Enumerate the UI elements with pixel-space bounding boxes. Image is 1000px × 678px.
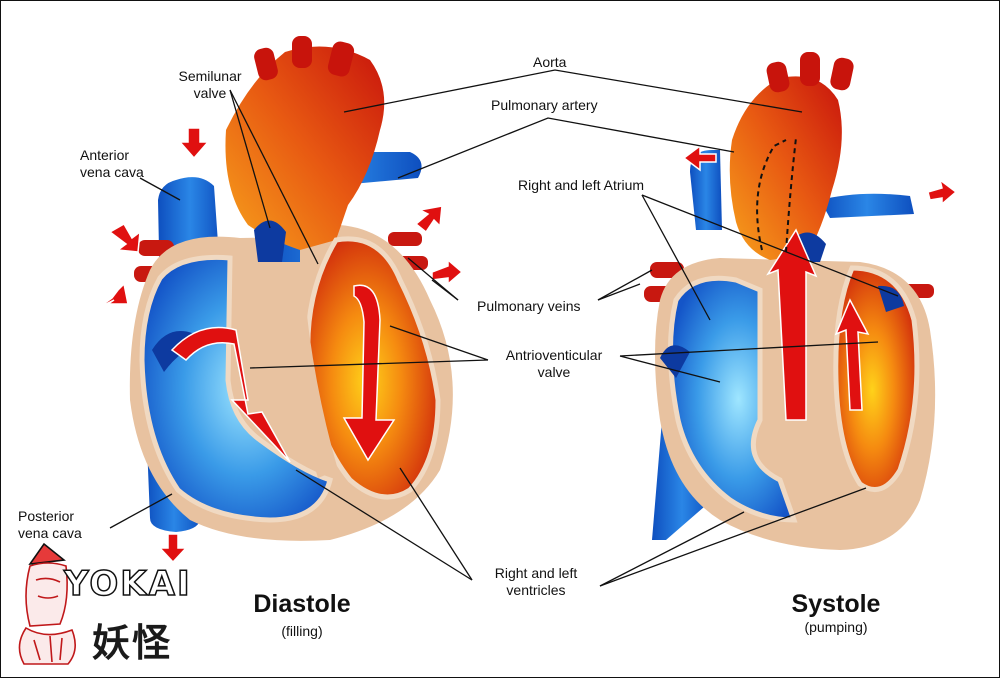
diastole-flow-arrows xyxy=(170,284,396,463)
label-right-left-atrium: Right and left Atrium xyxy=(518,177,645,193)
systole-aorta xyxy=(729,76,842,260)
systole-title: Systole xyxy=(791,590,881,618)
septum xyxy=(276,286,338,478)
systole-pulmonary-artery xyxy=(690,150,722,230)
label-aorta: Aorta xyxy=(533,54,567,70)
semilunar-valve xyxy=(254,220,286,262)
diastole-subtitle: (filling) xyxy=(281,623,323,639)
aorta xyxy=(225,46,385,250)
label-anterior-vena-cava: Anterior vena cava xyxy=(80,147,144,180)
label-av-valve: Antrioventicular valve xyxy=(505,347,603,380)
leader-lines xyxy=(109,69,899,587)
yokai-figure xyxy=(18,542,76,665)
systole-outflow-arrows xyxy=(682,144,958,206)
label-semilunar-valve: Semilunar valve xyxy=(178,68,242,101)
right-chambers xyxy=(139,254,333,523)
diastole-heart xyxy=(97,36,464,564)
diastole-inflow-arrows xyxy=(97,127,464,564)
systole-heart xyxy=(644,52,958,550)
label-pulmonary-artery: Pulmonary artery xyxy=(491,97,598,113)
systole-subtitle: (pumping) xyxy=(804,619,868,635)
systole-right-chambers xyxy=(668,275,798,523)
label-right-left-ventricles: Right and left ventricles xyxy=(494,565,578,598)
diastole-title: Diastole xyxy=(253,590,351,618)
yokai-logo-kanji: 妖怪 xyxy=(92,621,173,665)
systole-flow-arrows xyxy=(766,228,870,421)
yokai-logo-text: YOKAI xyxy=(63,563,192,605)
label-posterior-vena-cava: Posterior vena cava xyxy=(18,508,82,541)
label-pulmonary-veins: Pulmonary veins xyxy=(477,298,581,314)
